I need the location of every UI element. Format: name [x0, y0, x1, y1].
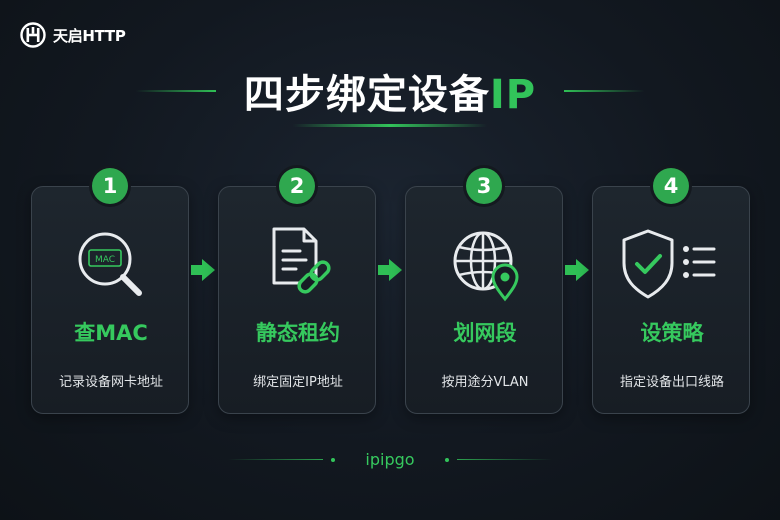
arrow-right-icon — [378, 259, 402, 281]
footer-decor-line-right — [456, 459, 552, 460]
step-1-icon-wrap: MAC — [32, 225, 190, 303]
step-2-icon-wrap — [219, 225, 377, 303]
step-card-1: MAC 查MAC 记录设备网卡地址 — [31, 186, 189, 414]
step-1-description: 记录设备网卡地址 — [58, 375, 163, 390]
arrow-right-icon — [565, 259, 589, 281]
step-4-title: 设策略 — [640, 321, 704, 345]
step-2-title: 静态租约 — [256, 321, 340, 345]
step-1-title: 查MAC — [74, 321, 148, 345]
page-title-accent: IP — [489, 72, 537, 118]
step-card-3: 划网段 按用途分VLAN — [405, 186, 563, 414]
globe-location-icon — [453, 231, 519, 302]
footer: ipipgo — [0, 450, 780, 469]
footer-brand-text: ipipgo — [365, 450, 415, 469]
title-underline — [293, 124, 487, 127]
mac-chip-label: MAC — [95, 255, 115, 265]
page-title-main: 四步绑定设备 — [243, 72, 490, 118]
step-2-badge: 2 — [279, 168, 315, 204]
page-title-row: 四步绑定设备IP — [0, 62, 780, 120]
step-4-badge: 4 — [653, 168, 689, 204]
step-3-icon-wrap — [406, 225, 564, 303]
footer-decor-dot-right — [444, 457, 449, 462]
shield-check-list-icon — [622, 229, 716, 299]
arrow-right-icon — [191, 259, 215, 281]
step-card-2: 静态租约 绑定固定IP地址 — [218, 186, 376, 414]
step-3-title: 划网段 — [453, 321, 517, 345]
step-3-description: 按用途分VLAN — [441, 375, 529, 390]
footer-decor-line-left — [228, 459, 324, 460]
step-card-4: 设策略 指定设备出口线路 — [592, 186, 750, 414]
page-title: 四步绑定设备IP — [226, 62, 554, 120]
brand-logo: 天启HTTP — [20, 22, 126, 48]
magnifier-mac-icon: MAC — [78, 232, 142, 296]
brand-name: 天启HTTP — [53, 26, 126, 45]
document-link-icon — [272, 227, 331, 294]
footer-decor-dot-left — [331, 457, 336, 462]
step-3-badge: 3 — [466, 168, 502, 204]
th-monogram-icon — [20, 22, 46, 48]
step-4-description: 指定设备出口线路 — [619, 375, 724, 390]
step-2-description: 绑定固定IP地址 — [253, 375, 343, 390]
title-decor-line-left — [135, 90, 216, 92]
step-1-badge: 1 — [92, 168, 128, 204]
step-4-icon-wrap — [593, 225, 751, 303]
title-decor-line-right — [564, 90, 645, 92]
